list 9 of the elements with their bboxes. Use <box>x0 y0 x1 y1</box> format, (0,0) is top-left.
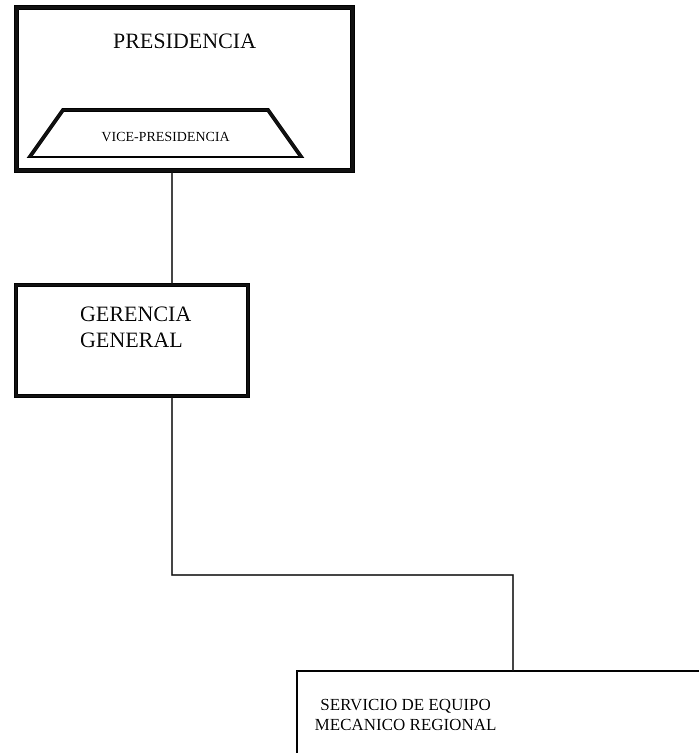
box-label: VICE-PRESIDENCIA <box>100 130 231 147</box>
connector-line <box>171 173 173 283</box>
org-box <box>296 670 699 753</box>
org-box <box>14 283 250 398</box>
connector-line <box>171 398 514 670</box>
box-label: SERVICIO DE EQUIPO MECANICO REGIONAL <box>314 695 498 736</box>
org-box <box>14 5 355 173</box>
box-label: PRESIDENCIA <box>112 28 257 54</box>
box-label: GERENCIA GENERAL <box>80 301 192 354</box>
